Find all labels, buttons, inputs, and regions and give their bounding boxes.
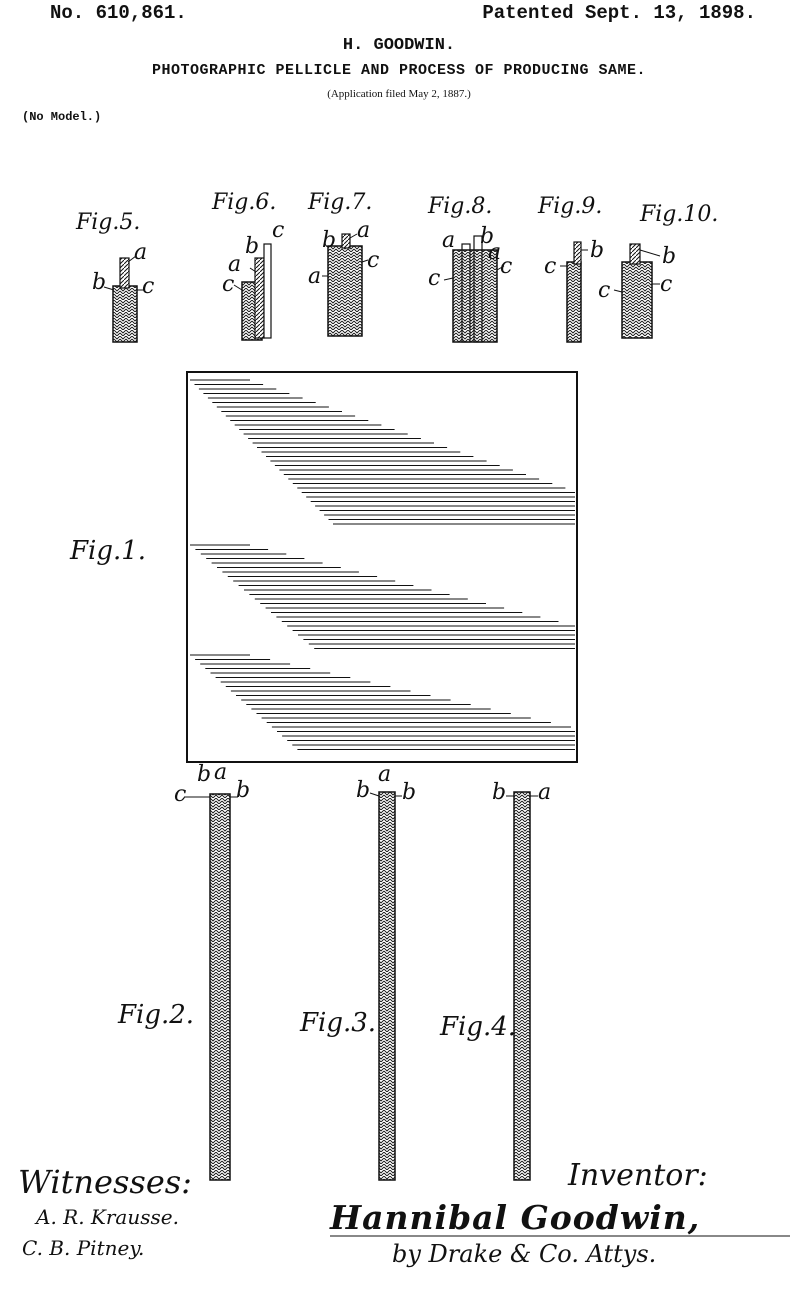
inventor-name-heading: H. GOODWIN.	[342, 36, 456, 55]
ref-letter-b: b	[322, 228, 337, 253]
fig7-label: Fig.7.	[308, 190, 373, 215]
ref-letter-c: c	[500, 254, 513, 279]
ref-letter-b: b	[245, 234, 260, 259]
ref-letter-a: a	[214, 760, 228, 785]
ref-letter-b: b	[662, 244, 677, 269]
fig2-label: Fig.2.	[118, 1000, 195, 1030]
patent-title: PHOTOGRAPHIC PELLICLE AND PROCESS OF PRO…	[151, 62, 647, 79]
ref-letter-a: a	[538, 780, 552, 805]
fig9-drawing	[560, 241, 588, 343]
inventor-label: Inventor:	[568, 1158, 708, 1193]
ref-letter-b: b	[590, 238, 605, 263]
witnesses-label: Witnesses:	[18, 1163, 192, 1201]
model-note: (No Model.)	[22, 110, 102, 124]
fig10-label: Fig.10.	[640, 202, 719, 227]
ref-letter-b: b	[492, 780, 507, 805]
fig4-drawing	[506, 791, 538, 1181]
witness-1-signature: A. R. Krausse.	[36, 1205, 179, 1229]
ref-letter-b: b	[92, 270, 107, 295]
attorneys-signature: by Drake & Co. Attys.	[392, 1240, 657, 1268]
application-date: (Application filed May 2, 1887.)	[327, 88, 471, 100]
fig2-drawing	[184, 793, 238, 1181]
ref-letter-c: c	[272, 218, 285, 243]
fig5-label: Fig.5.	[76, 210, 141, 235]
fig8-label: Fig.8.	[428, 194, 493, 219]
ref-letter-c: c	[544, 254, 557, 279]
ref-letter-a: a	[378, 762, 392, 787]
patent-number: No. 610,861.	[50, 2, 187, 24]
fig1-drawing	[186, 371, 578, 763]
ref-letter-c: c	[598, 278, 611, 303]
ref-letter-c: c	[660, 272, 673, 297]
ref-letter-b: b	[197, 762, 212, 787]
fig10-drawing	[613, 243, 661, 339]
ref-letter-a: a	[134, 240, 148, 265]
ref-letter-c: c	[367, 248, 380, 273]
ref-letter-a: a	[488, 240, 502, 265]
fig1-label: Fig.1.	[70, 536, 147, 566]
ref-letter-b: b	[480, 224, 495, 249]
ref-letter-a: a	[228, 252, 242, 277]
fig6-drawing	[233, 243, 272, 341]
patent-date: Patented Sept. 13, 1898.	[482, 2, 756, 24]
fig6-label: Fig.6.	[212, 190, 277, 215]
fig9-label: Fig.9.	[538, 194, 603, 219]
inventor-signature: Hannibal Goodwin,	[330, 1198, 701, 1237]
ref-letter-c: c	[142, 274, 155, 299]
ref-letter-c: c	[428, 266, 441, 291]
ref-letter-a: a	[442, 228, 456, 253]
ref-letter-a: a	[357, 218, 371, 243]
fig3-label: Fig.3.	[300, 1008, 377, 1038]
fig5-drawing	[103, 255, 144, 343]
ref-letter-b: b	[356, 778, 371, 803]
fig3-drawing	[369, 791, 402, 1181]
witness-2-signature: C. B. Pitney.	[22, 1236, 145, 1260]
ref-letter-a: a	[308, 264, 322, 289]
ref-letter-c: c	[222, 272, 235, 297]
ref-letter-b: b	[236, 778, 251, 803]
ref-letter-c: c	[174, 782, 187, 807]
fig7-drawing	[322, 233, 369, 337]
fig8-drawing	[443, 235, 505, 343]
fig4-label: Fig.4.	[440, 1012, 517, 1042]
ref-letter-b: b	[402, 780, 417, 805]
